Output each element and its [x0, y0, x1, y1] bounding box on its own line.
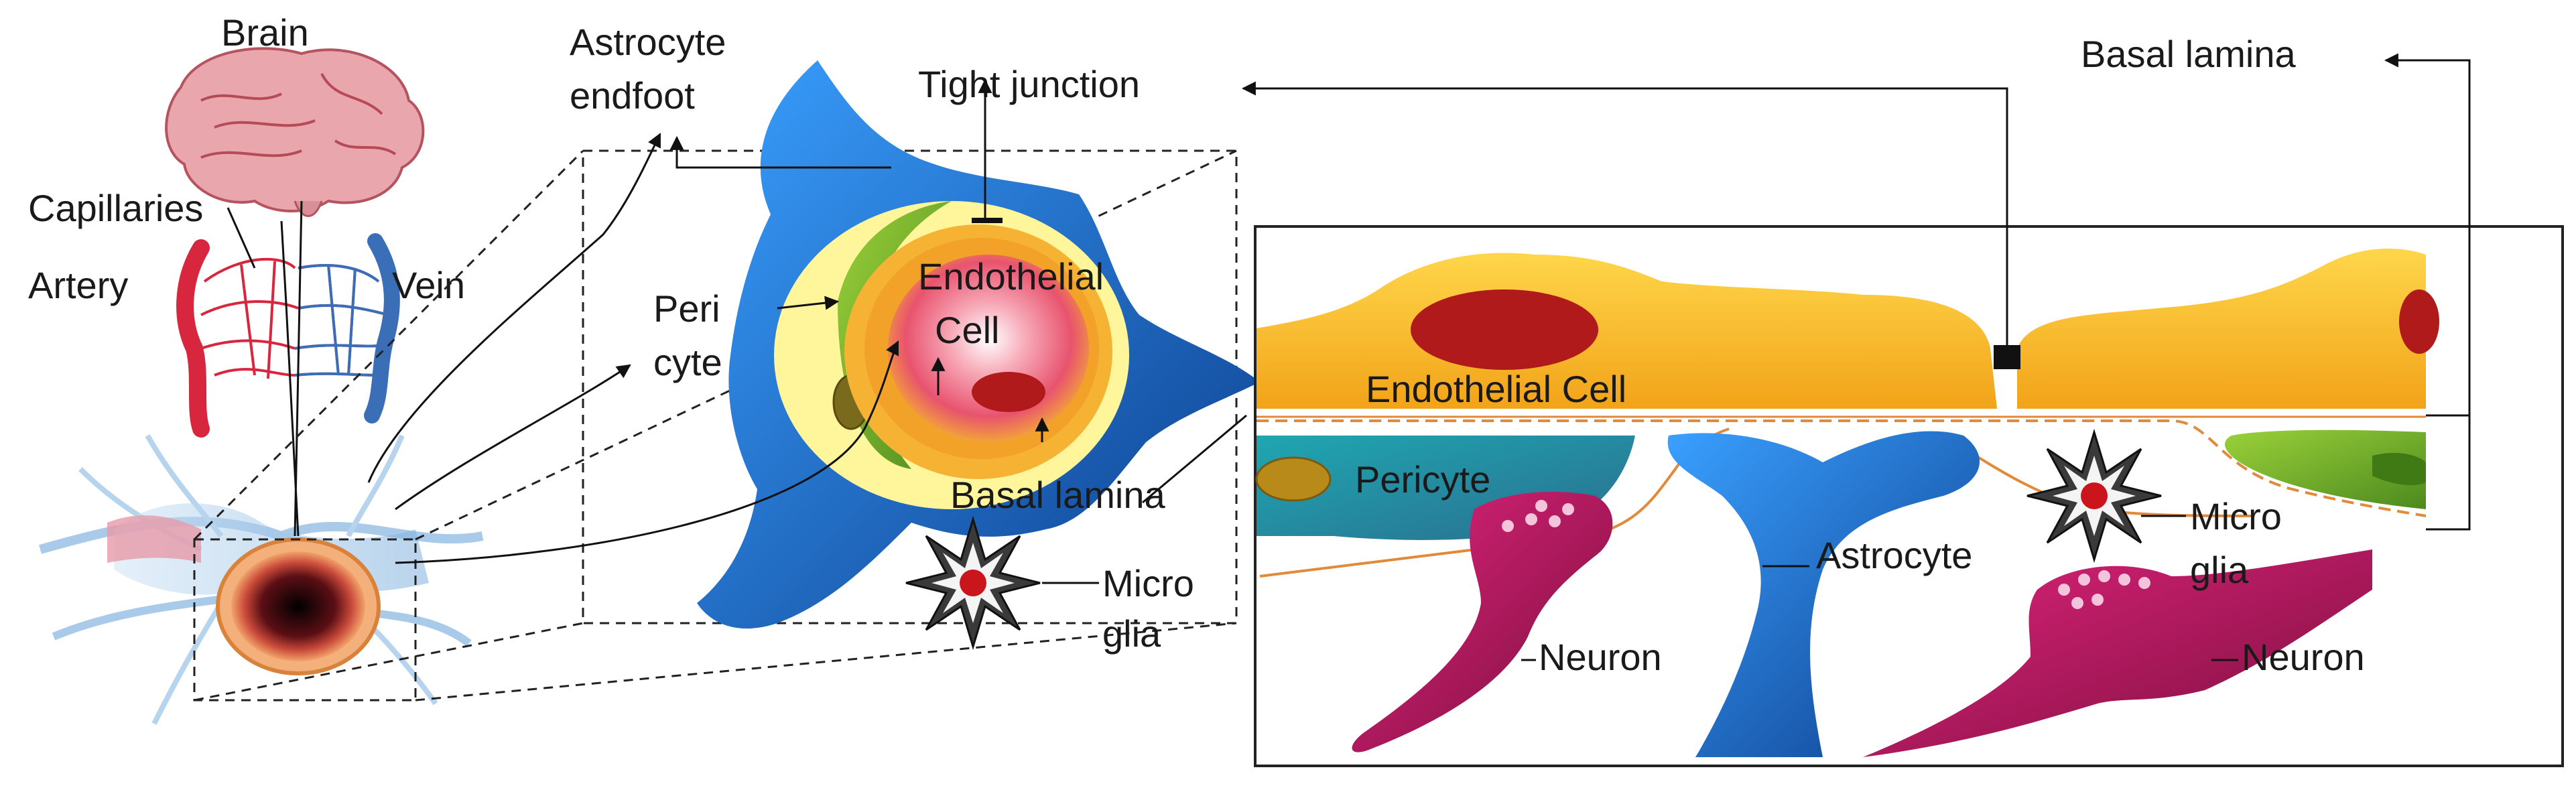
endothelial-nucleus-left: [1411, 289, 1598, 370]
zoom-box-small: [193, 538, 417, 702]
neuron-left-vesicles: [1502, 500, 1574, 532]
tight-junction-square: [1994, 345, 2020, 369]
microglia-label-left-1: Micro: [1102, 562, 1194, 604]
endothelial-label-2: Cell: [935, 309, 999, 351]
bbb-detail-panel: Basal lamina Endothelial Cell Pericyte A…: [1142, 33, 2564, 767]
neuron-right: [1863, 549, 2372, 757]
endothelial-cell-right: [2017, 249, 2426, 409]
vein-label: Vein: [392, 264, 465, 306]
capillary-cross-section-panel: Astrocyte endfoot Tight junction Peri cy…: [193, 21, 1260, 702]
microglia-star-icon-right: [2026, 428, 2162, 564]
microglia-label-left-2: glia: [1102, 612, 1161, 655]
pericyte-cell-right: [2225, 430, 2426, 509]
left-overview-panel: Brain Capillaries Artery Vein: [28, 11, 484, 725]
basal-lamina-line: [1257, 419, 2427, 517]
astrocyte-cell: [1667, 431, 1980, 757]
pericyte-label-right: Pericyte: [1355, 458, 1490, 501]
neuron-label-right: Neuron: [2242, 636, 2365, 678]
astrocyte-label-right: Astrocyte: [1816, 534, 1972, 576]
microglia-label-right-1: Micro: [2190, 495, 2282, 537]
brain-label: Brain: [221, 11, 309, 54]
blood-vessel-cross-section-icon: [216, 537, 381, 675]
neuron-label-left: Neuron: [1539, 636, 1662, 678]
endothelial-cell-left: [1257, 253, 1997, 409]
endothelial-nucleus-right: [2399, 289, 2439, 354]
capillary-network-icon: [176, 233, 400, 438]
pericyte-label-1: Peri: [653, 287, 720, 330]
basal-lamina-label-top: Basal lamina: [2081, 33, 2296, 75]
neuron-left: [1352, 492, 1613, 752]
capillaries-label: Capillaries: [28, 187, 203, 229]
tight-junction-mark: [972, 218, 1003, 223]
pericyte-label-2: cyte: [653, 341, 722, 383]
microglia-star-icon: [905, 515, 1041, 651]
brain-icon: [165, 47, 425, 217]
artery-label: Artery: [28, 264, 128, 306]
neuron-right-vesicles: [2058, 570, 2150, 609]
astrocyte-endfoot-label-2: endfoot: [570, 74, 695, 117]
astrocyte-endfoot-label-1: Astrocyte: [570, 21, 726, 63]
tight-junction-label: Tight junction: [918, 63, 1140, 105]
endothelial-label-1: Endothelial: [918, 255, 1104, 298]
microglia-label-right-2: glia: [2190, 549, 2249, 591]
endothelial-cell-label-right: Endothelial Cell: [1366, 368, 1626, 410]
endothelial-nucleus: [972, 372, 1045, 412]
basal-lamina-label-mid: Basal lamina: [950, 474, 1165, 516]
